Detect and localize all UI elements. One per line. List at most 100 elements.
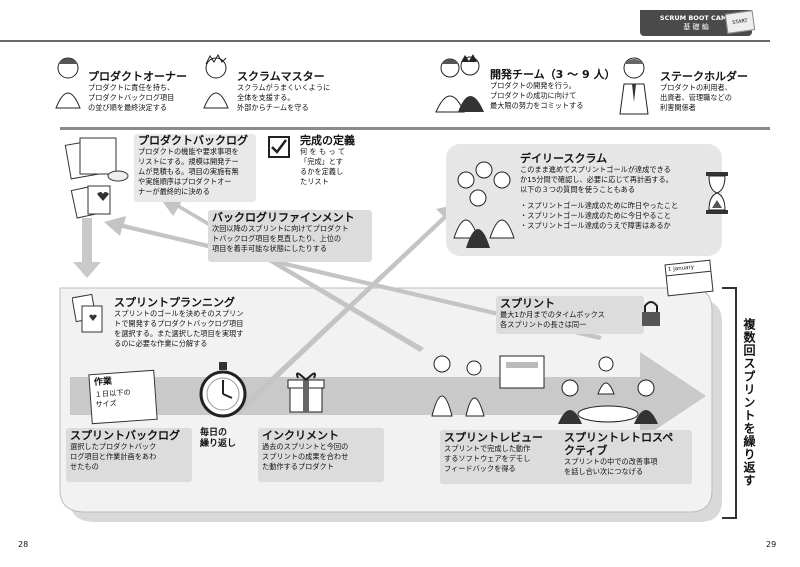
role-title: 開発チーム（3 ～ 9 人） xyxy=(490,68,616,81)
sprint-backlog-line: 選択したプロダクトバック xyxy=(70,442,157,451)
calendar-icon: 1 January xyxy=(664,259,714,297)
role-desc-line: 外部からチームを守る xyxy=(237,103,309,112)
sprint-backlog-box: スプリントバックログ 選択したプロダクトバック ログ項目と作業計画をあわ せたも… xyxy=(66,428,192,482)
sprint-review-line: フィードバックを得る xyxy=(444,464,516,473)
stakeholder-figure xyxy=(619,57,649,115)
role-desc-line: の並び順を最終決定する xyxy=(88,103,168,112)
sprint-backlog-line: せたもの xyxy=(70,462,99,471)
repeat-label: 複数回スプリントを繰り返す xyxy=(742,318,756,487)
daily-scrum-arrow xyxy=(236,204,458,414)
daily-scrum-team-figure xyxy=(453,161,515,248)
daily-scrum-line: 以下の３つの質問を使うこともある xyxy=(520,185,636,194)
header-tag-line2: 基 礎 編 xyxy=(683,23,709,31)
daily-scrum: デイリースクラム このまま進めてスプリントゴールが達成できる か15分間で確認し… xyxy=(520,152,678,231)
scrum-master-figure xyxy=(203,53,229,109)
sprint-planning: スプリントプランニング スプリントのゴールを決めそのスプリン トで開発するプロダ… xyxy=(114,296,243,349)
increment-line: スプリントの成果を合わせ xyxy=(262,452,349,461)
sprint-review-title: スプリントレビュー xyxy=(444,431,543,444)
sprint-planning-line: るのに必要な作業に分解する xyxy=(114,339,208,348)
calendar-label: 1 January xyxy=(665,260,711,277)
role-stakeholder: ステークホルダー プロダクトの利用者、 出資者、管理職などの 利害関係者 xyxy=(660,70,748,113)
refinement-line: 項目を着手可能な状態にしたりする xyxy=(212,244,328,253)
refinement-line: 次回以降のスプリントに向けてプロダクト xyxy=(212,224,349,233)
refinement-arrow-2 xyxy=(104,216,602,340)
sprint-review-figure xyxy=(431,355,545,417)
role-dev-team: 開発チーム（3 ～ 9 人） プロダクトの開発を行う。 プロダクトの成功に向けて… xyxy=(490,68,615,111)
product-backlog-line: リストにする。規模は開発チー xyxy=(138,157,239,166)
task-note: 作業 １日以下の サイズ xyxy=(88,369,158,425)
sprint-planning-line: トで開発するプロダクトバックログ項目 xyxy=(114,319,244,328)
hourglass-icon xyxy=(706,172,728,214)
gift-icon xyxy=(287,372,325,413)
role-desc-line: スクラムがうまくいくように xyxy=(237,83,331,92)
planning-cards-icon xyxy=(72,293,103,333)
role-scrum-master: スクラムマスター スクラムがうまくいくように 全体を支援する。 外部からチームを… xyxy=(237,70,330,113)
product-backlog-line: ナーが最終的に決める xyxy=(138,187,210,196)
refinement-title: バックログリファインメント xyxy=(212,211,355,224)
sprint-review-line: するソフトウェアをデモし xyxy=(444,454,531,463)
role-desc-line: 出資者、管理職などの xyxy=(660,93,732,102)
header-rule xyxy=(0,40,770,42)
increment-line: た動作するプロダクト xyxy=(262,462,334,471)
definition-of-done: 完成の定義 何 を も っ て 「完成」とす るかを定義し たリスト xyxy=(300,134,355,187)
section-rule xyxy=(60,127,770,130)
increment-title: インクリメント xyxy=(262,429,339,442)
daily-scrum-bullet: ・スプリントゴール達成のために今日やること xyxy=(520,211,671,220)
role-title: スクラムマスター xyxy=(237,70,325,83)
stopwatch-icon xyxy=(199,362,247,418)
lock-icon xyxy=(642,301,660,326)
daily-scrum-bullet: ・スプリントゴール達成のうえで障害はあるか xyxy=(520,221,671,230)
definition-of-done-line: たリスト xyxy=(300,177,329,186)
role-desc-line: プロダクトの成功に向けて xyxy=(490,91,577,100)
repeat-bracket xyxy=(722,287,737,519)
role-title: ステークホルダー xyxy=(660,70,748,83)
role-title: プロダクトオーナー xyxy=(88,70,187,83)
role-desc-line: プロダクトに責任を持ち、 xyxy=(88,83,175,92)
sprint-planning-line: スプリントのゴールを決めそのスプリン xyxy=(114,309,244,318)
sprint-review-line: スプリントで完成した動作 xyxy=(444,444,531,453)
sprint-title: スプリント xyxy=(500,297,555,310)
daily-repeat-line: 繰り返し xyxy=(200,439,237,449)
definition-of-done-line: るかを定義し xyxy=(300,167,344,176)
retrospective-line: を話し合い次につなげる xyxy=(564,467,644,476)
header-tag-line1: SCRUM BOOT CAMP xyxy=(659,14,733,22)
product-backlog-box: プロダクトバックログ プロダクトの機能や要求事項を リストにする。規模は開発チー… xyxy=(134,134,256,202)
retrospective-title: クティブ xyxy=(564,444,608,457)
sprint-arrow xyxy=(70,352,706,440)
definition-of-done-line: 「完成」とす xyxy=(300,157,343,166)
role-product-owner: プロダクトオーナー プロダクトに責任を持ち、 プロダクトバックログ項目 の並び順… xyxy=(88,70,187,113)
sprint-box: スプリント 最大1か月までのタイムボックス 各スプリントの長さは同一 xyxy=(496,296,644,334)
role-desc-line: 利害関係者 xyxy=(660,103,696,112)
role-desc-line: プロダクトバックログ項目 xyxy=(88,93,175,102)
product-backlog-line: や実施順序はプロダクトオー xyxy=(138,177,232,186)
role-desc-line: プロダクトの開発を行う。 xyxy=(490,81,576,90)
product-backlog-line: ムが見積もる。項目の実施有無 xyxy=(138,167,239,176)
daily-scrum-line: か15分間で確認し、必要に応じて再計画する。 xyxy=(520,175,673,184)
daily-repeat: 毎日の 繰り返し xyxy=(200,428,236,450)
product-backlog-title: プロダクトバックログ xyxy=(138,134,248,147)
sprint-planning-title: スプリントプランニング xyxy=(114,296,235,309)
daily-repeat-line: 毎日の xyxy=(200,428,228,438)
daily-scrum-line: このまま進めてスプリントゴールが達成できる xyxy=(520,165,671,174)
increment-line: 過去のスプリントと今回の xyxy=(262,442,349,451)
sprint-planning-line: を選択する。また選択した項目を実現す xyxy=(114,329,244,338)
sprint-line: 最大1か月までのタイムボックス xyxy=(500,310,605,319)
daily-scrum-bullet: ・スプリントゴール達成のために昨日やったこと xyxy=(520,201,679,210)
retrospective-line: スプリントの中での改善事項 xyxy=(564,457,658,466)
refinement-line: トバックログ項目を見直したり、上位の xyxy=(212,234,342,243)
checkbox-icon xyxy=(268,136,290,158)
page-number-left: 28 xyxy=(18,540,29,549)
increment-box: インクリメント 過去のスプリントと今回の スプリントの成果を合わせ た動作するプ… xyxy=(258,428,384,482)
page-number-right: 29 xyxy=(766,540,777,549)
refinement-box: バックログリファインメント 次回以降のスプリントに向けてプロダクト トバックログ… xyxy=(208,210,372,262)
sprint-line: 各スプリントの長さは同一 xyxy=(500,320,587,329)
role-desc-line: 最大限の努力をコミットする xyxy=(490,101,584,110)
sprint-backlog-title: スプリントバックログ xyxy=(70,429,180,442)
definition-of-done-line: 何 を も っ て xyxy=(300,147,346,156)
role-desc-line: プロダクトの利用者、 xyxy=(660,83,732,92)
product-owner-figure xyxy=(55,57,81,109)
sprint-review-box: スプリントレビュー スプリントで完成した動作 するソフトウェアをデモし フィード… xyxy=(440,430,562,484)
daily-scrum-title: デイリースクラム xyxy=(520,152,608,165)
role-desc-line: 全体を支援する。 xyxy=(237,93,295,102)
product-backlog-line: プロダクトの機能や要求事項を xyxy=(138,147,239,156)
